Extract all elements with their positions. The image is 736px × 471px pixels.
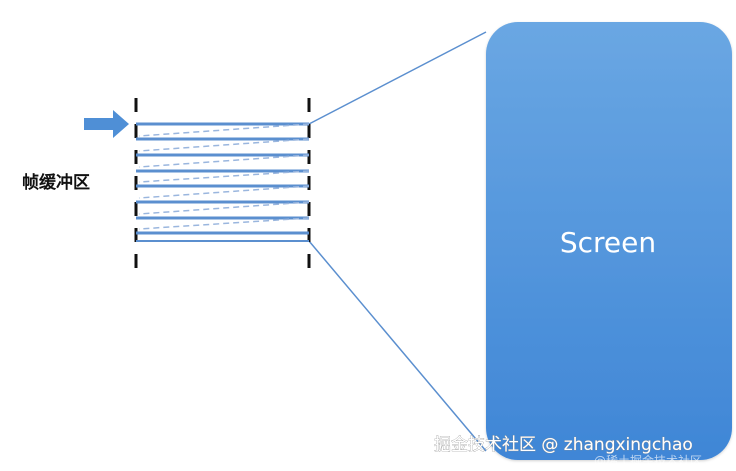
retrace-line-5 xyxy=(138,185,310,199)
retrace-line-2 xyxy=(138,138,310,152)
framebuffer-scanlines xyxy=(136,122,310,242)
retrace-line-7 xyxy=(138,217,310,230)
watermark-primary: 掘金技术社区 @ zhangxingchao xyxy=(434,435,693,455)
framebuffer-label: 帧缓冲区 xyxy=(22,172,90,193)
retrace-line-4 xyxy=(138,170,310,183)
input-arrow-icon xyxy=(84,110,129,138)
retrace-line-3 xyxy=(138,154,310,168)
projection-line-top xyxy=(308,31,487,125)
screen-panel xyxy=(486,22,732,460)
retrace-line-6 xyxy=(138,201,310,215)
retrace-line-1 xyxy=(138,123,310,137)
screen-label: Screen xyxy=(560,226,656,259)
watermark-secondary: @稀土掘金技术社区 xyxy=(594,453,702,468)
projection-line-bottom xyxy=(308,240,487,452)
